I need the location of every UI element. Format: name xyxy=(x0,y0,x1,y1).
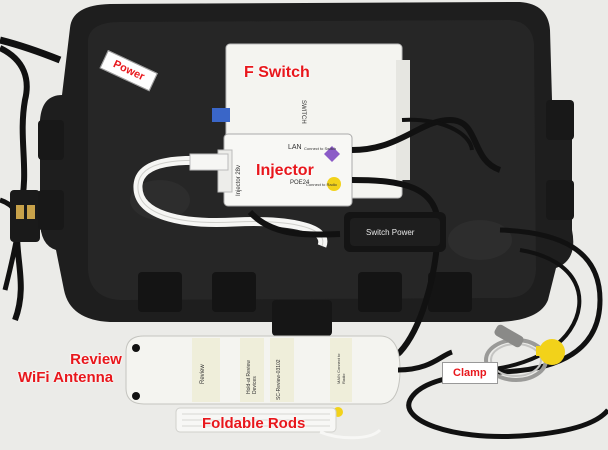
foldable-rods-label: Foldable Rods xyxy=(202,415,306,432)
lan-port-desc: Connect to Switch xyxy=(304,146,337,151)
f-switch-label: F Switch xyxy=(244,64,310,81)
switch-model-text: SWITCH xyxy=(300,100,306,124)
poe-port-desc: Connect to Radio xyxy=(306,182,337,187)
clamp-label: Clamp xyxy=(442,362,498,384)
antenna-device-text: Hold-at Review Devices xyxy=(246,360,258,394)
switch-power-label: Switch Power xyxy=(366,228,415,237)
injector-device xyxy=(217,133,353,207)
review-label: Review xyxy=(70,351,122,368)
power-plug xyxy=(10,190,40,242)
left-power-cable xyxy=(0,36,62,64)
wifi-antenna-label: WiFi Antenna xyxy=(18,369,114,386)
black-cable-right xyxy=(351,116,502,173)
antenna-main-text: MAIN Connect to Radio xyxy=(336,353,346,384)
foldable-rods-bundle xyxy=(175,407,382,440)
antenna-serial-text: SC-Review-03102 xyxy=(276,359,282,400)
poe-port-label: POE24 xyxy=(290,180,310,186)
wifi-antenna-device xyxy=(125,335,401,417)
injector-label: Injector xyxy=(256,162,314,179)
antenna-review-text: Review xyxy=(200,364,206,384)
switch-power-brick xyxy=(344,212,446,252)
lan-port-label: LAN xyxy=(288,144,302,151)
injector-model-text: Injector 28v xyxy=(236,164,242,196)
hose-clamp xyxy=(484,324,565,382)
